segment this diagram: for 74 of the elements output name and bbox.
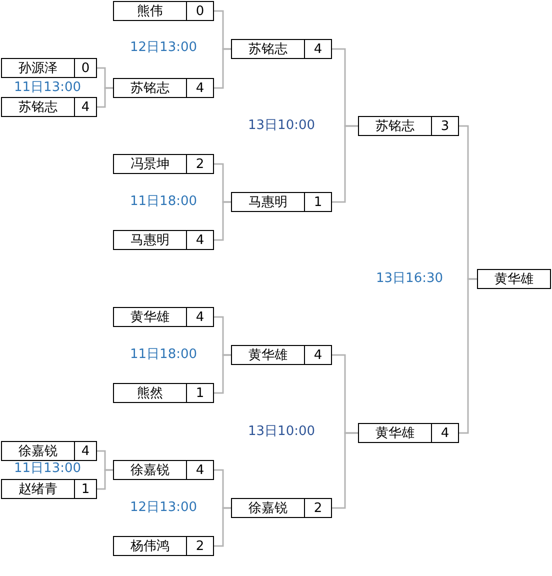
player-box <box>113 307 214 327</box>
match-time: 13日16:30 <box>376 271 444 287</box>
match-time: 12日13:00 <box>130 500 198 516</box>
score: 0 <box>186 2 213 20</box>
score: 4 <box>431 424 458 442</box>
bracket-line <box>332 125 358 203</box>
player-name: 熊伟 <box>136 2 164 20</box>
player-box <box>1 97 97 117</box>
player-box <box>113 154 214 174</box>
score: 1 <box>304 193 331 211</box>
player-name: 苏铭志 <box>374 118 416 135</box>
player-box <box>1 58 97 78</box>
player-box <box>358 116 459 136</box>
player-box <box>113 536 214 556</box>
player-box <box>113 1 214 21</box>
score: 4 <box>304 40 331 58</box>
score: 4 <box>304 346 331 364</box>
player-box <box>113 460 214 480</box>
bracket-line <box>214 354 231 394</box>
match-time: 13日10:00 <box>248 118 316 134</box>
player-name: 熊然 <box>136 384 164 402</box>
score: 4 <box>186 308 213 326</box>
score: 2 <box>304 499 331 517</box>
player-box <box>231 345 332 365</box>
score: 2 <box>186 537 213 555</box>
player-name: 徐嘉锐 <box>248 500 288 517</box>
match-time: 11日18:00 <box>130 194 198 210</box>
score: 4 <box>74 98 96 116</box>
score: 4 <box>186 231 213 249</box>
player-box <box>231 498 332 518</box>
player-name: 黄华雄 <box>494 270 534 288</box>
bracket-line <box>332 432 358 509</box>
player-box <box>1 441 97 461</box>
match-time: 11日13:00 <box>14 80 82 96</box>
match-time: 13日10:00 <box>248 424 316 440</box>
player-name: 苏铭志 <box>18 98 58 116</box>
player-name: 马惠明 <box>130 232 170 249</box>
player-name: 杨伟鸿 <box>130 538 170 555</box>
bracket-line <box>214 48 231 89</box>
player-name: 黄华雄 <box>130 308 170 326</box>
player-name: 赵绪青 <box>18 480 58 498</box>
score: 0 <box>74 59 96 77</box>
player-name: 黄华雄 <box>374 424 416 442</box>
bracket-line <box>214 201 231 241</box>
bracket-line <box>97 469 113 490</box>
player-box <box>358 423 459 443</box>
match-time: 11日18:00 <box>130 347 198 363</box>
player-box <box>113 383 214 403</box>
score: 1 <box>186 384 213 402</box>
match-time: 11日13:00 <box>14 461 82 477</box>
player-name: 马惠明 <box>248 194 288 211</box>
player-box <box>1 479 97 499</box>
player-box <box>113 78 214 98</box>
player-box <box>113 230 214 250</box>
player-name: 孙源泽 <box>18 60 58 77</box>
score: 3 <box>431 117 458 135</box>
player-name: 苏铭志 <box>248 40 288 58</box>
bracket-line <box>459 278 477 434</box>
player-name: 冯景坤 <box>130 156 170 173</box>
match-time: 12日13:00 <box>130 40 198 56</box>
score: 1 <box>74 480 96 498</box>
player-name: 徐嘉锐 <box>18 442 58 460</box>
player-box <box>477 269 551 289</box>
bracket-line <box>97 87 113 108</box>
player-name: 徐嘉锐 <box>130 462 170 479</box>
player-name: 苏铭志 <box>130 80 170 97</box>
score: 4 <box>74 442 96 460</box>
player-box <box>231 39 332 59</box>
score: 4 <box>186 79 213 97</box>
score: 2 <box>186 155 213 173</box>
player-box <box>231 192 332 212</box>
player-name: 黄华雄 <box>248 346 288 364</box>
score: 4 <box>186 461 213 479</box>
bracket-line <box>214 507 231 547</box>
